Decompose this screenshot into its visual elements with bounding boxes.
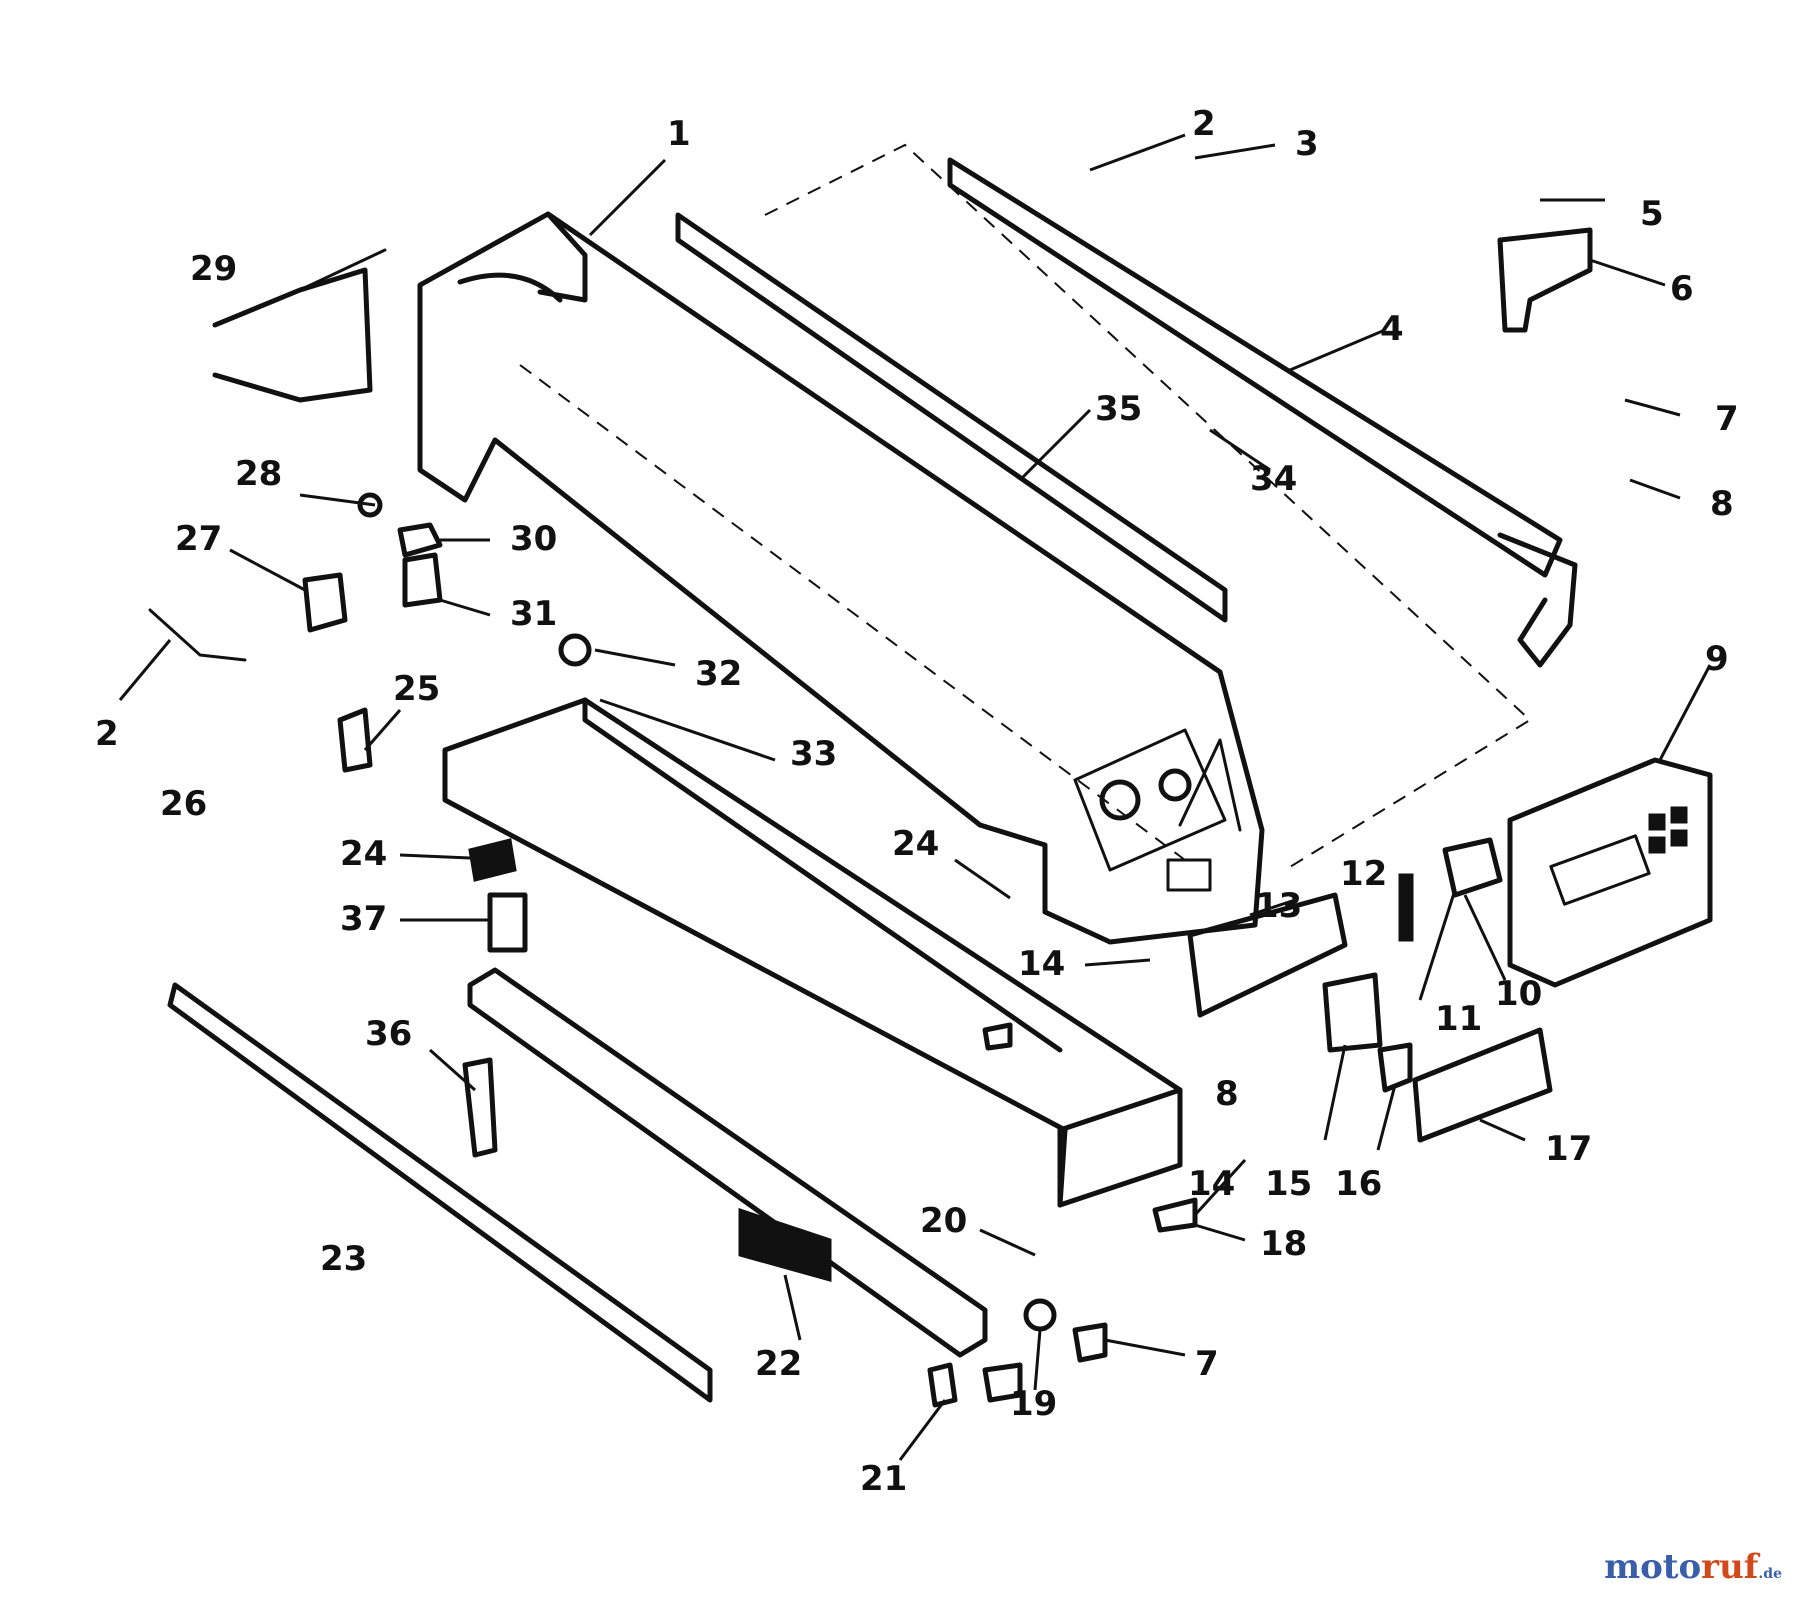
callout-5: 5 xyxy=(1640,194,1664,234)
callout-34: 34 xyxy=(1250,459,1297,499)
top-bar xyxy=(947,157,1578,668)
callout-27: 27 xyxy=(175,519,222,559)
callout-24-left: 24 xyxy=(340,834,387,874)
callout-37: 37 xyxy=(340,899,387,939)
housing-body xyxy=(417,211,1265,945)
callout-31: 31 xyxy=(510,594,557,634)
watermark: motoruf.de xyxy=(1604,1547,1782,1587)
callout-3: 3 xyxy=(1295,124,1319,164)
watermark-part-a: moto xyxy=(1604,1547,1702,1587)
side-rail xyxy=(675,212,1228,623)
callout-1: 1 xyxy=(667,114,691,154)
callout-25: 25 xyxy=(393,669,440,709)
callout-26: 26 xyxy=(160,784,207,824)
callout-7-top: 7 xyxy=(1715,399,1739,439)
callout-labels: 1 2 3 4 5 6 7 8 9 10 11 12 13 14 8 14 15… xyxy=(95,104,1739,1499)
callout-15: 15 xyxy=(1265,1164,1312,1204)
callout-35: 35 xyxy=(1095,389,1142,429)
watermark-part-b: ruf xyxy=(1701,1547,1759,1587)
watermark-part-c: .de xyxy=(1758,1566,1782,1582)
under-rail xyxy=(467,967,988,1358)
callout-7-bottom: 7 xyxy=(1195,1344,1219,1384)
callout-13: 13 xyxy=(1255,886,1302,926)
callout-14-bottom: 14 xyxy=(1188,1164,1235,1204)
callout-29: 29 xyxy=(190,249,237,289)
callout-9: 9 xyxy=(1705,639,1729,679)
callout-36: 36 xyxy=(365,1014,412,1054)
callout-19: 19 xyxy=(1010,1384,1057,1424)
callout-21: 21 xyxy=(860,1459,907,1499)
callout-20: 20 xyxy=(920,1201,967,1241)
control-panel xyxy=(1507,757,1713,988)
callout-16: 16 xyxy=(1335,1164,1382,1204)
callout-18: 18 xyxy=(1260,1224,1307,1264)
callout-2-left: 2 xyxy=(95,714,119,754)
callout-28: 28 xyxy=(235,454,282,494)
callout-11: 11 xyxy=(1435,999,1482,1039)
callout-32: 32 xyxy=(695,654,742,694)
callout-24-center: 24 xyxy=(892,824,939,864)
callout-8-bottom: 8 xyxy=(1215,1074,1239,1114)
callout-33: 33 xyxy=(790,734,837,774)
callout-23: 23 xyxy=(320,1239,367,1279)
small-parts xyxy=(148,227,1593,1408)
long-strip xyxy=(167,982,713,1403)
callout-10: 10 xyxy=(1495,974,1542,1014)
callout-30: 30 xyxy=(510,519,557,559)
callout-8-top: 8 xyxy=(1710,484,1734,524)
callout-4: 4 xyxy=(1380,309,1404,349)
callout-6: 6 xyxy=(1670,269,1694,309)
callout-17: 17 xyxy=(1545,1129,1592,1169)
bottom-tray xyxy=(442,697,1183,1208)
callout-12: 12 xyxy=(1340,854,1387,894)
callout-22: 22 xyxy=(755,1344,802,1384)
table-plate xyxy=(519,143,1532,871)
callout-2-top: 2 xyxy=(1192,104,1216,144)
callout-14-left: 14 xyxy=(1018,944,1065,984)
leader-lines xyxy=(118,133,1712,1461)
